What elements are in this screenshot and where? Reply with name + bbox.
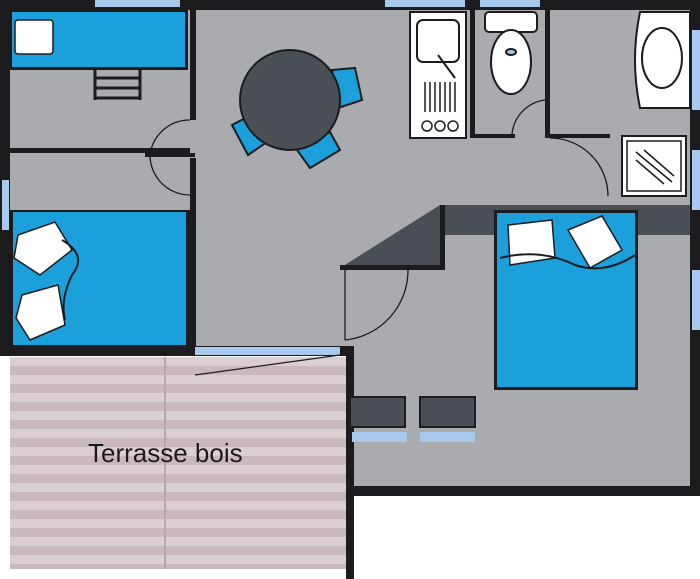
stove-icon — [409, 11, 467, 139]
bench — [349, 396, 476, 428]
toilet-icon — [484, 11, 538, 95]
washbasin-icon — [634, 11, 691, 109]
terrace-plank — [10, 519, 346, 528]
terrace-plank — [10, 447, 346, 456]
sink-icon — [416, 19, 460, 63]
terrace-plank — [10, 393, 346, 402]
terrace-plank — [10, 357, 346, 366]
dining-table-icon — [230, 49, 364, 170]
windows — [2, 0, 700, 442]
pillow-icon — [507, 219, 556, 266]
terrace-stripes — [10, 357, 346, 564]
terrace — [10, 357, 346, 569]
terrace-plank — [10, 375, 346, 384]
terrace-plank — [10, 465, 346, 474]
pillow-icon — [566, 215, 624, 270]
terrace-plank — [10, 555, 346, 564]
shower-icon — [621, 135, 687, 197]
terrace-plank — [10, 411, 346, 420]
terrace-plank — [10, 483, 346, 492]
single-bed-left — [10, 210, 190, 348]
pillow-icon — [15, 284, 66, 341]
bunk-bed — [10, 10, 188, 70]
bed-icon — [494, 210, 638, 390]
terrace-label: Terrasse bois — [88, 438, 243, 468]
terrace-plank — [10, 429, 346, 438]
pillow-icon — [13, 221, 73, 276]
ladder-icon — [93, 70, 142, 100]
door-swings — [149, 99, 609, 376]
terrace-plank — [10, 501, 346, 510]
terrace-plank — [10, 537, 346, 546]
interior-walls — [10, 10, 690, 346]
